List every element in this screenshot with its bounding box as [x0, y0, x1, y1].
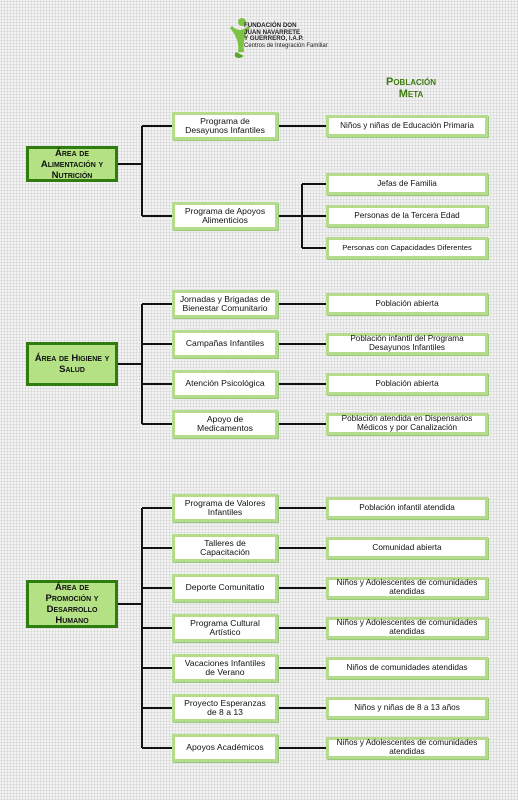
target-poblacion-abierta-2: Población abierta [326, 373, 488, 395]
area-higiene-salud: Área de Higiene y Salud [26, 342, 118, 386]
target-dispensarios-medicos: Población atendida en Dispensarios Médic… [326, 413, 488, 435]
target-heading-line-2: Meta [398, 88, 424, 100]
target-tercera-edad: Personas de la Tercera Edad [326, 205, 488, 227]
program-talleres-capacitacion: Talleres de Capacitación [172, 534, 278, 562]
program-jornadas-brigadas: Jornadas y Brigadas de Bienestar Comunit… [172, 290, 278, 318]
target-adolescentes-3: Niños y Adolescentes de comunidades aten… [326, 737, 488, 759]
logo-line-1: FUNDACIÓN DON [244, 22, 297, 29]
target-jefas-familia: Jefas de Familia [326, 173, 488, 195]
program-vacaciones-verano: Vacaciones Infantiles de Verano [172, 654, 278, 682]
target-ninos-comunidades: Niños de comunidades atendidas [326, 657, 488, 679]
area-alimentacion-nutricion: Área de Alimentación y Nutrición [26, 146, 118, 182]
program-esperanzas: Proyecto Esperanzas de 8 a 13 [172, 694, 278, 722]
program-apoyos-academicos: Apoyos Académicos [172, 734, 278, 762]
target-heading-line-1: Población [385, 76, 436, 88]
logo-line-2: JUAN NAVARRETE [244, 28, 301, 36]
program-valores-infantiles: Programa de Valores Infantiles [172, 494, 278, 522]
target-adolescentes-1: Niños y Adolescentes de comunidades aten… [326, 577, 488, 599]
program-apoyo-medicamentos: Apoyo de Medicamentos [172, 410, 278, 438]
target-ninos-8-13: Niños y niñas de 8 a 13 años [326, 697, 488, 719]
logo-line-3: Y GUERRERO, I.A.P. [244, 35, 304, 43]
program-desayunos-infantiles: Programa de Desayunos Infantiles [172, 112, 278, 140]
target-poblacion-infantil-desayunos: Población infantil del Programa Desayuno… [326, 333, 488, 355]
logo-text: FUNDACIÓN DON JUAN NAVARRETE Y GUERRERO,… [244, 22, 334, 49]
target-comunidad-abierta: Comunidad abierta [326, 537, 488, 559]
area-promocion-desarrollo-humano: Área de Promoción y Desarrollo Humano [26, 580, 118, 628]
target-capacidades-diferentes: Personas con Capacidades Diferentes [326, 237, 488, 259]
foundation-logo [230, 18, 250, 58]
target-population-heading: Población Meta [372, 76, 450, 100]
logo-subtitle: Centros de Integración Familiar [244, 42, 328, 49]
target-adolescentes-2: Niños y Adolescentes de comunidades aten… [326, 617, 488, 639]
program-cultural-artistico: Programa Cultural Artístico [172, 614, 278, 642]
program-deporte-comunitario: Deporte Comunitatio [172, 574, 278, 602]
program-campanas-infantiles: Campañas Infantiles [172, 330, 278, 358]
program-apoyos-alimenticios: Programa de Apoyos Alimenticios [172, 202, 278, 230]
target-ninos-primaria: Niños y niñas de Educación Primaria [326, 115, 488, 137]
program-atencion-psicologica: Atención Psicológica [172, 370, 278, 398]
target-poblacion-infantil-atendida: Población infantil atendida [326, 497, 488, 519]
target-poblacion-abierta-1: Población abierta [326, 293, 488, 315]
